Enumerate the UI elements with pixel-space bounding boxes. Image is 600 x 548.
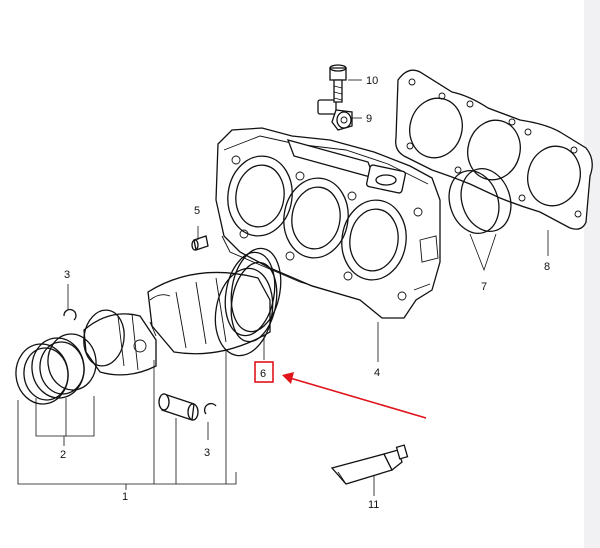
callout-4: 4 [374,367,380,379]
piston-rings [15,333,97,405]
callout-9: 9 [366,113,372,125]
crankcase [215,127,441,319]
knock-sensor [317,99,353,131]
circlip-bottom [203,402,217,415]
callout-6: 6 [260,368,266,380]
callout-5: 5 [194,205,200,217]
callout-8: 8 [544,261,550,273]
highlight-6 [254,361,427,419]
callout-3-bottom: 3 [204,447,210,459]
callout-11: 11 [368,499,379,511]
callout-3-top: 3 [64,269,70,281]
head-gasket [395,69,593,230]
leader-lines [17,79,549,496]
callout-2: 2 [60,449,66,461]
piston [83,309,157,376]
dowel-pin [191,235,209,251]
sensor-bolt [329,64,347,103]
cylinder-liner [147,261,278,357]
sealant-tube [330,444,409,485]
callout-10: 10 [366,75,378,87]
callout-7: 7 [481,281,487,293]
callout-1: 1 [122,491,128,503]
circlip-top [63,308,77,321]
liner-seal-rings [224,247,282,337]
piston-pin [158,393,199,421]
scroll-rail [584,0,600,548]
o-rings [448,168,512,234]
